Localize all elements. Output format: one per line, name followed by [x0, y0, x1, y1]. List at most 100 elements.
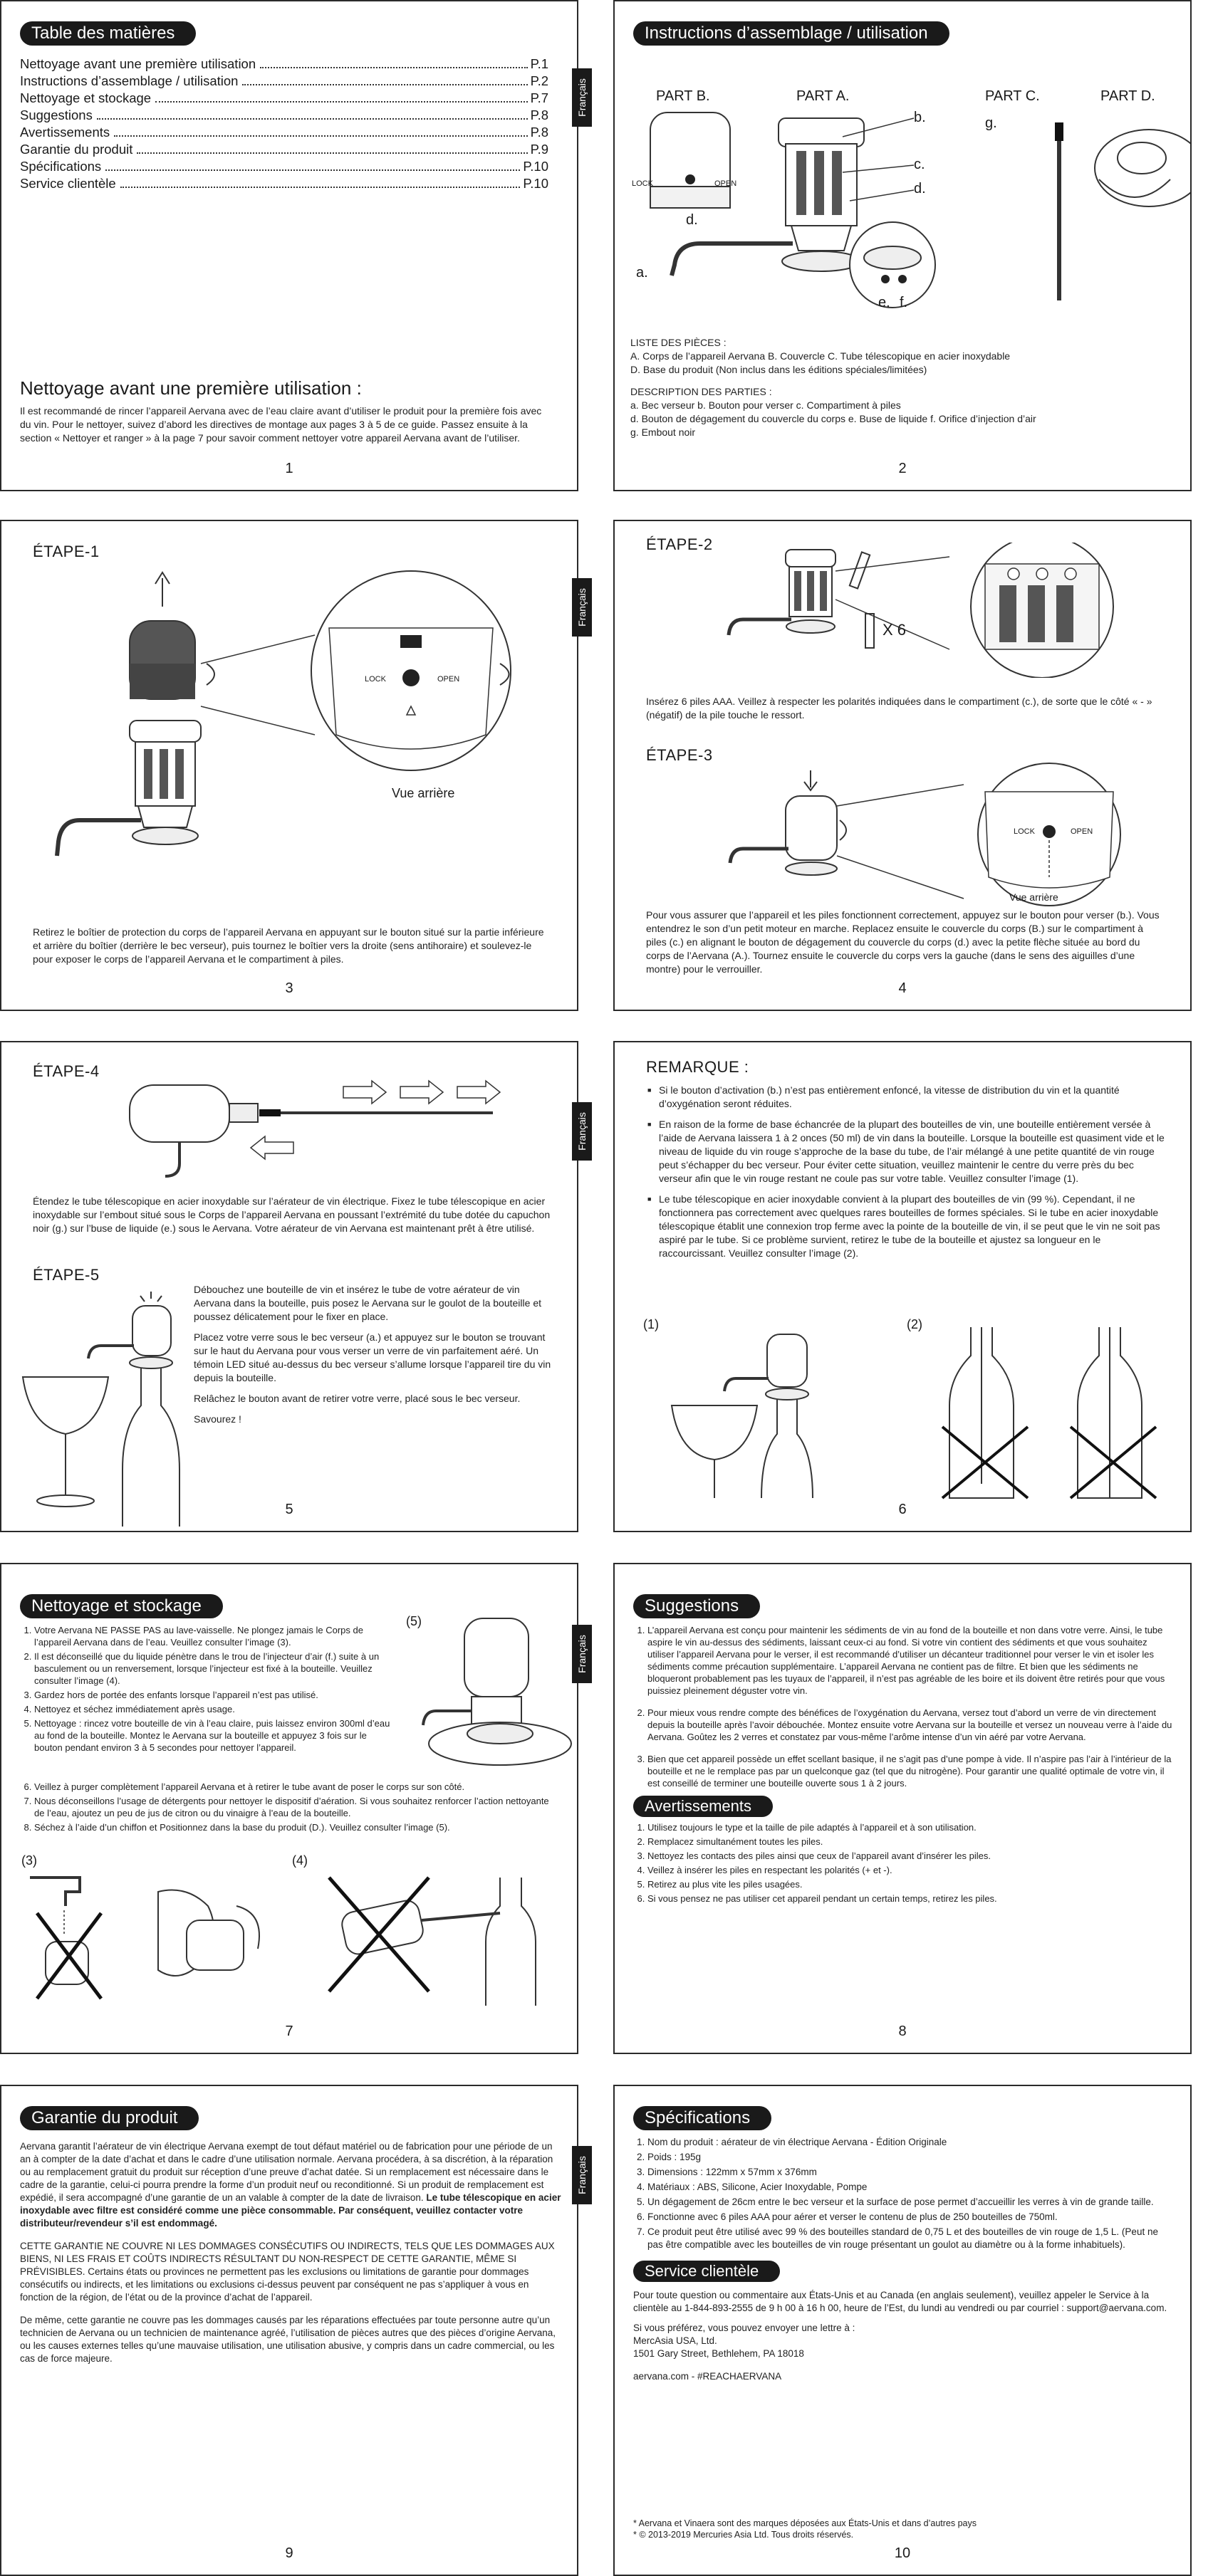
page-6: REMARQUE : Si le bouton d’activation (b.…	[613, 1041, 1192, 1532]
step-1-illustration	[55, 570, 511, 857]
page-number: 3	[285, 980, 293, 996]
list-item: Matériaux : ABS, Silicone, Acier Inoxyda…	[647, 2181, 1175, 2194]
open-label: OPEN	[437, 675, 460, 684]
image-3-label: (3)	[21, 1853, 37, 1868]
cleaning-list: Votre Aervana NE PASSE PAS au lave-vaiss…	[20, 1624, 390, 1756]
list-item: Fonctionne avec 6 piles AAA pour aérer e…	[647, 2211, 1175, 2224]
label-e: e.	[878, 295, 890, 310]
remark-list: Si le bouton d’activation (b.) n’est pas…	[646, 1084, 1170, 1267]
specifications-title: Spécifications	[633, 2106, 772, 2130]
list-item: Nom du produit : aérateur de vin électri…	[647, 2136, 1175, 2149]
list-item: L’appareil Aervana est conçu pour mainte…	[647, 1624, 1175, 1697]
step-4-text: Étendez le tube télescopique en acier in…	[33, 1195, 551, 1234]
address-line-2: 1501 Gary Street, Bethlehem, PA 18018	[633, 2348, 804, 2359]
list-item: Veillez à insérer les piles en respectan…	[647, 1864, 1175, 1876]
cleaning-illustrations	[30, 1876, 536, 2006]
toc-title: Table des matières	[20, 21, 197, 46]
page-10: Spécifications Nom du produit : aérateur…	[613, 2085, 1192, 2576]
step-1-text: Retirez le boîtier de protection du corp…	[33, 926, 544, 965]
list-item: Gardez hors de portée des enfants lorsqu…	[34, 1689, 390, 1701]
page-number: 7	[285, 2023, 293, 2039]
label-a: a.	[636, 265, 648, 281]
page-5: ÉTAPE-4 Étendez le tube télescopique en …	[0, 1041, 578, 1532]
rear-view-caption: Vue arrière	[392, 786, 455, 800]
list-item: En raison de la forme de base échancrée …	[647, 1118, 1170, 1185]
list-item: Nettoyage : rincez votre bouteille de vi…	[34, 1717, 390, 1754]
step-2-heading: ÉTAPE-2	[646, 535, 713, 553]
list-item: Un dégagement de 26cm entre le bec verse…	[647, 2196, 1175, 2209]
list-item: Nous déconseillons l’usage de détergents…	[34, 1795, 554, 1819]
image-5-label: (5)	[406, 1614, 422, 1628]
parts-diagram	[650, 112, 1190, 308]
page-number: 2	[898, 461, 907, 476]
suggestions-list: L’appareil Aervana est conçu pour mainte…	[633, 1624, 1175, 1907]
list-item: Pour mieux vous rendre compte des bénéfi…	[647, 1707, 1175, 1743]
list-item: Si vous pensez ne pas utiliser cet appar…	[647, 1892, 1175, 1905]
step-3-illustration	[728, 763, 1121, 906]
list-item: Remplacez simultanément toutes les piles…	[647, 1836, 1175, 1848]
cleaning-text: Il est recommandé de rincer l’appareil A…	[20, 405, 542, 444]
step-5-illustration	[21, 1292, 180, 1527]
cleaning-heading: Nettoyage avant une première utilisation…	[20, 377, 362, 399]
battery-count: X 6	[883, 621, 907, 639]
suggestions-title: Suggestions	[633, 1594, 761, 1618]
part-c-label: PART C.	[985, 88, 1040, 104]
step-2-text: Insérez 6 piles AAA. Veillez à respecter…	[646, 696, 1152, 721]
step-1-heading: ÉTAPE-1	[33, 543, 100, 560]
page-number: 4	[898, 980, 907, 996]
step-5-text: Débouchez une bouteille de vin et insére…	[194, 1284, 551, 1425]
parts-list: LISTE DES PIÈCES : A. Corps de l’apparei…	[630, 337, 1036, 438]
website-link[interactable]: aervana.com - #REACHAERVANA	[633, 2371, 782, 2382]
page-4: ÉTAPE-2 X 6 Insérez 6 piles AAA. Veillez…	[613, 520, 1192, 1011]
address-line-1: MercAsia USA, Ltd.	[633, 2335, 717, 2346]
image-5-base	[422, 1618, 572, 1766]
list-item: Ce produit peut être utilisé avec 99 % d…	[647, 2226, 1175, 2251]
image-4-label: (4)	[292, 1853, 308, 1868]
remark-heading: REMARQUE :	[646, 1058, 749, 1076]
cleaning-storage-title: Nettoyage et stockage	[20, 1594, 223, 1618]
page-3: ÉTAPE-1 LOCK OPEN Vue arrière Retirez le…	[0, 520, 578, 1011]
language-tab: Français	[572, 1625, 592, 1683]
toc-row[interactable]: Nettoyage avant une première utilisation…	[20, 56, 548, 71]
label-d: d.	[914, 181, 926, 197]
step-3-text: Pour vous assurer que l’appareil et les …	[646, 909, 1160, 975]
image-2-label: (2)	[907, 1317, 922, 1331]
list-item: Séchez à l’aide d’un chiffon et Position…	[34, 1821, 554, 1833]
page-number: 6	[898, 1502, 907, 1517]
page-2: Instructions d’assemblage / utilisation …	[613, 0, 1192, 491]
customer-service-title: Service clientèle	[633, 2261, 781, 2282]
language-tab: Français	[572, 1102, 592, 1161]
language-tab: Français	[572, 2146, 592, 2204]
page-8: Suggestions L’appareil Aervana est conçu…	[613, 1563, 1192, 2054]
list-item: Dimensions : 122mm x 57mm x 376mm	[647, 2166, 1175, 2179]
open-label: OPEN	[1071, 827, 1093, 836]
list-item: Nettoyez et séchez immédiatement après u…	[34, 1703, 390, 1715]
rear-view-caption: Vue arrière	[1009, 891, 1058, 903]
list-item: Il est déconseillé que du liquide pénètr…	[34, 1650, 390, 1687]
cleaning-list-cont: Veillez à purger complètement l’appareil…	[20, 1781, 554, 1836]
list-item: Nettoyez les contacts des piles ainsi qu…	[647, 1850, 1175, 1862]
warranty-title: Garantie du produit	[20, 2106, 199, 2130]
remark-illustrations	[670, 1327, 1157, 1499]
assembly-title: Instructions d’assemblage / utilisation	[633, 21, 949, 46]
label-g: g.	[985, 115, 997, 131]
list-item: Votre Aervana NE PASSE PAS au lave-vaiss…	[34, 1624, 390, 1648]
step-4-heading: ÉTAPE-4	[33, 1062, 100, 1080]
page-number: 9	[285, 2545, 293, 2561]
image-1-label: (1)	[643, 1317, 659, 1331]
list-item: Utilisez toujours le type et la taille d…	[647, 1821, 1175, 1833]
footnotes: * Aervana et Vinaera sont des marques dé…	[633, 2518, 977, 2540]
label-f: f.	[900, 295, 908, 310]
open-label: OPEN	[714, 179, 737, 188]
part-b-label: PART B.	[656, 88, 710, 104]
lock-label: LOCK	[1014, 827, 1035, 836]
warnings-title: Avertissements	[633, 1796, 773, 1817]
list-item: Le tube télescopique en acier inoxydable…	[647, 1193, 1170, 1260]
